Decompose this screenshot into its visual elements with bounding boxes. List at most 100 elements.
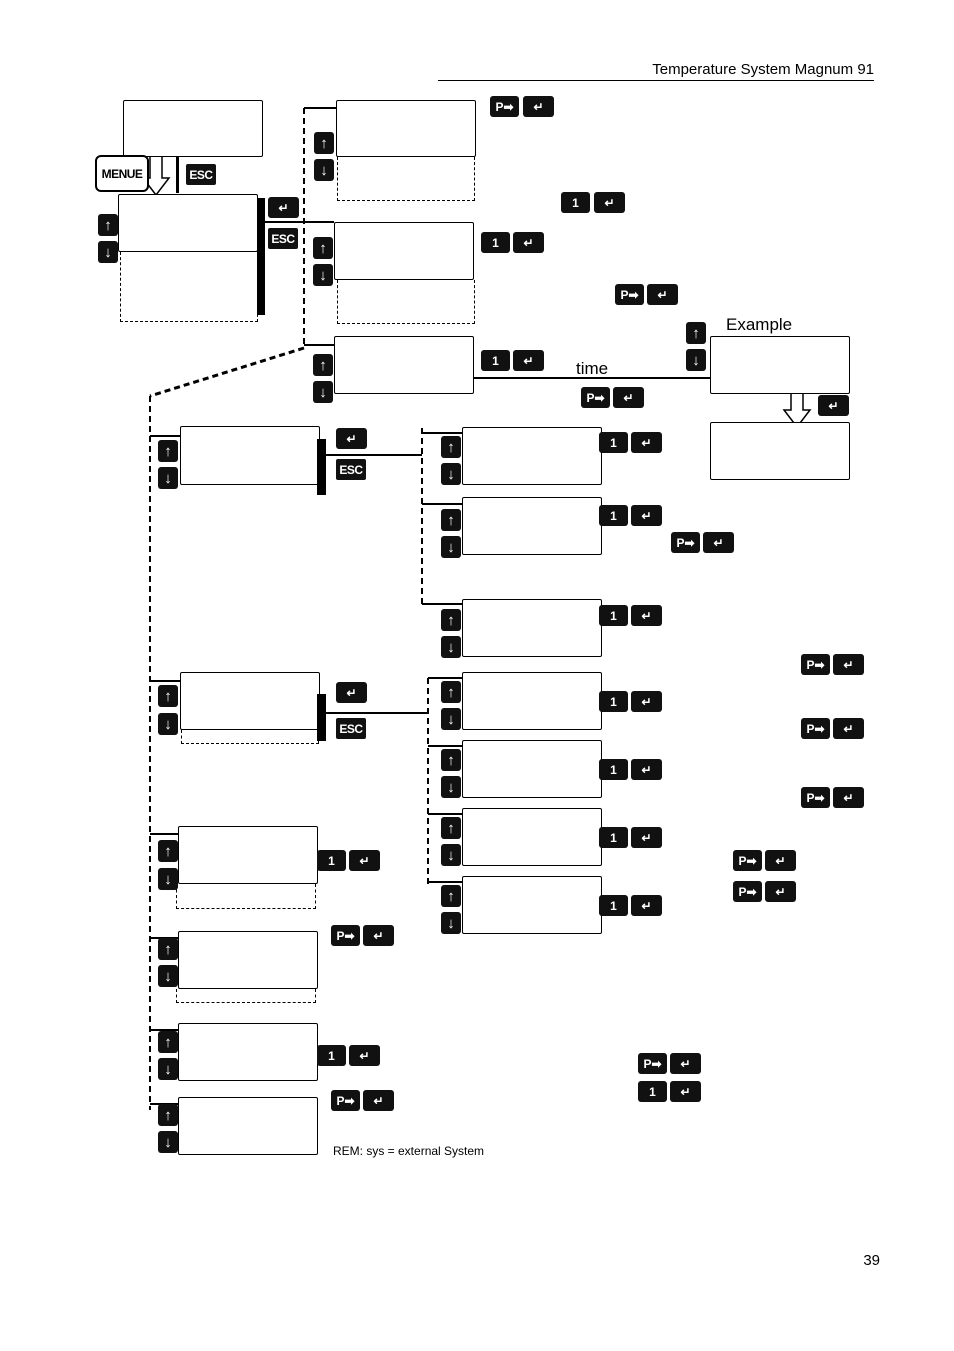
sub-box-4 — [462, 672, 602, 730]
down-arrow-icon[interactable]: ↓ — [441, 536, 461, 558]
enter-key[interactable]: ↵ — [363, 1090, 394, 1111]
enter-key[interactable]: ↵ — [833, 654, 864, 675]
down-arrow-icon[interactable]: ↓ — [314, 159, 334, 181]
down-arrow-icon[interactable]: ↓ — [686, 349, 706, 371]
down-arrow-icon[interactable]: ↓ — [158, 965, 178, 987]
p-label: P — [586, 390, 595, 405]
p-key[interactable]: P➡ — [733, 850, 762, 871]
p-key[interactable]: P➡ — [733, 881, 762, 902]
enter-key[interactable]: ↵ — [765, 850, 796, 871]
up-arrow-icon[interactable]: ↑ — [158, 440, 178, 462]
enter-key[interactable]: ↵ — [631, 895, 662, 916]
enter-key[interactable]: ↵ — [631, 691, 662, 712]
one-key[interactable]: 1 — [599, 505, 628, 526]
one-key[interactable]: 1 — [638, 1081, 667, 1102]
enter-key[interactable]: ↵ — [670, 1081, 701, 1102]
up-arrow-icon[interactable]: ↑ — [314, 132, 334, 154]
down-arrow-icon[interactable]: ↓ — [313, 264, 333, 286]
down-arrow-icon[interactable]: ↓ — [158, 467, 178, 489]
enter-key[interactable]: ↵ — [336, 428, 367, 449]
p-key[interactable]: P➡ — [581, 387, 610, 408]
down-arrow-icon[interactable]: ↓ — [441, 776, 461, 798]
down-arrow-icon[interactable]: ↓ — [158, 1058, 178, 1080]
up-arrow-icon[interactable]: ↑ — [313, 354, 333, 376]
one-key[interactable]: 1 — [599, 759, 628, 780]
enter-key[interactable]: ↵ — [349, 850, 380, 871]
enter-key[interactable]: ↵ — [833, 718, 864, 739]
menue-key[interactable]: MENUE — [95, 155, 149, 192]
down-arrow-icon[interactable]: ↓ — [441, 844, 461, 866]
down-arrow-icon[interactable]: ↓ — [158, 1131, 178, 1153]
up-arrow-icon[interactable]: ↑ — [158, 840, 178, 862]
one-key[interactable]: 1 — [599, 432, 628, 453]
enter-key[interactable]: ↵ — [631, 432, 662, 453]
up-arrow-icon[interactable]: ↑ — [441, 749, 461, 771]
enter-key[interactable]: ↵ — [613, 387, 644, 408]
one-key[interactable]: 1 — [317, 1045, 346, 1066]
down-arrow-icon[interactable]: ↓ — [98, 241, 118, 263]
enter-key[interactable]: ↵ — [594, 192, 625, 213]
esc-key[interactable]: ESC — [336, 718, 366, 739]
enter-key[interactable]: ↵ — [631, 505, 662, 526]
up-arrow-icon[interactable]: ↑ — [686, 322, 706, 344]
down-arrow-icon[interactable]: ↓ — [158, 868, 178, 890]
up-arrow-icon[interactable]: ↑ — [158, 938, 178, 960]
one-key[interactable]: 1 — [599, 691, 628, 712]
up-arrow-icon[interactable]: ↑ — [158, 1031, 178, 1053]
p-key[interactable]: P➡ — [801, 787, 830, 808]
down-arrow-icon[interactable]: ↓ — [441, 912, 461, 934]
p-key[interactable]: P➡ — [638, 1053, 667, 1074]
down-arrow-icon[interactable]: ↓ — [441, 708, 461, 730]
enter-key[interactable]: ↵ — [631, 605, 662, 626]
enter-key[interactable]: ↵ — [765, 881, 796, 902]
up-arrow-icon[interactable]: ↑ — [441, 681, 461, 703]
enter-key[interactable]: ↵ — [513, 350, 544, 371]
enter-key[interactable]: ↵ — [349, 1045, 380, 1066]
up-arrow-icon[interactable]: ↑ — [441, 436, 461, 458]
one-key[interactable]: 1 — [317, 850, 346, 871]
up-arrow-icon[interactable]: ↑ — [158, 1104, 178, 1126]
one-key[interactable]: 1 — [599, 605, 628, 626]
one-key[interactable]: 1 — [561, 192, 590, 213]
enter-key[interactable]: ↵ — [833, 787, 864, 808]
dashed-list-left-2 — [181, 730, 319, 744]
enter-key[interactable]: ↵ — [268, 197, 299, 218]
one-key[interactable]: 1 — [481, 350, 510, 371]
up-arrow-icon[interactable]: ↑ — [441, 609, 461, 631]
enter-key[interactable]: ↵ — [703, 532, 734, 553]
up-arrow-icon[interactable]: ↑ — [158, 685, 178, 707]
p-key[interactable]: P➡ — [615, 284, 644, 305]
down-arrow-icon[interactable]: ↓ — [441, 636, 461, 658]
down-arrow-icon[interactable]: ↓ — [441, 463, 461, 485]
enter-key[interactable]: ↵ — [631, 827, 662, 848]
enter-key[interactable]: ↵ — [523, 96, 554, 117]
up-arrow-icon[interactable]: ↑ — [441, 885, 461, 907]
enter-key[interactable]: ↵ — [818, 395, 849, 416]
p-key[interactable]: P➡ — [671, 532, 700, 553]
enter-key[interactable]: ↵ — [631, 759, 662, 780]
esc-key[interactable]: ESC — [186, 164, 216, 185]
p-key[interactable]: P➡ — [801, 654, 830, 675]
up-arrow-icon[interactable]: ↑ — [313, 237, 333, 259]
one-key[interactable]: 1 — [599, 827, 628, 848]
left-box-4 — [178, 931, 318, 989]
one-key[interactable]: 1 — [481, 232, 510, 253]
p-key[interactable]: P➡ — [801, 718, 830, 739]
p-key[interactable]: P➡ — [331, 1090, 360, 1111]
enter-key[interactable]: ↵ — [336, 682, 367, 703]
p-key[interactable]: P➡ — [490, 96, 519, 117]
down-arrow-icon[interactable]: ↓ — [158, 713, 178, 735]
one-key[interactable]: 1 — [599, 895, 628, 916]
esc-key[interactable]: ESC — [268, 228, 298, 249]
up-arrow-icon[interactable]: ↑ — [441, 817, 461, 839]
enter-key[interactable]: ↵ — [363, 925, 394, 946]
time-label: time — [576, 359, 609, 378]
enter-key[interactable]: ↵ — [647, 284, 678, 305]
enter-key[interactable]: ↵ — [513, 232, 544, 253]
esc-key[interactable]: ESC — [336, 459, 366, 480]
up-arrow-icon[interactable]: ↑ — [441, 509, 461, 531]
down-arrow-icon[interactable]: ↓ — [313, 381, 333, 403]
up-arrow-icon[interactable]: ↑ — [98, 214, 118, 236]
enter-key[interactable]: ↵ — [670, 1053, 701, 1074]
p-key[interactable]: P➡ — [331, 925, 360, 946]
